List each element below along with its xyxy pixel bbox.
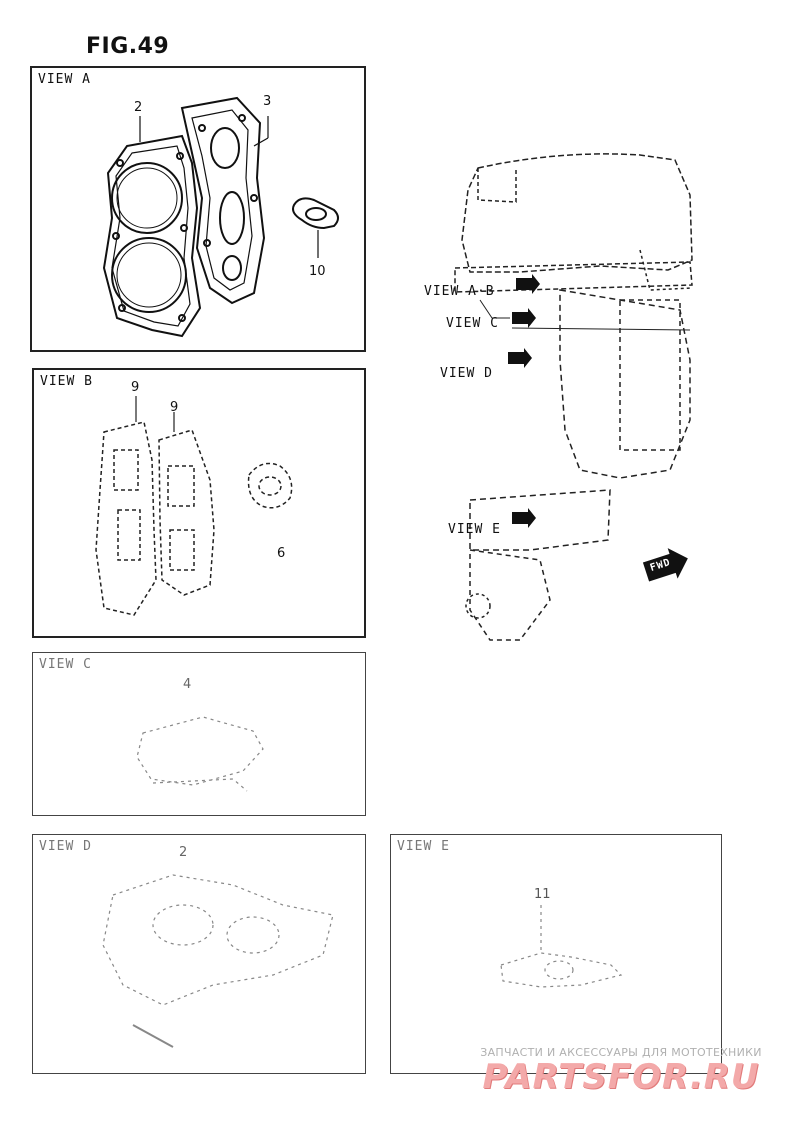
panel-view-d: VIEW D 2 — [32, 834, 366, 1074]
part-number-9-right: 9 — [170, 400, 179, 415]
part-number-2: 2 — [134, 100, 143, 115]
callout-view-c: VIEW C — [446, 316, 499, 331]
view-e-gasket-drawing — [500, 905, 623, 988]
panel-view-b: VIEW B 9 9 6 — [32, 368, 366, 638]
panel-view-a: VIEW A — [30, 66, 366, 352]
part-number-6: 6 — [277, 546, 286, 561]
view-e-label: VIEW E — [397, 839, 450, 854]
callout-view-ab: VIEW A·B — [424, 284, 495, 299]
panel-view-e: VIEW E 11 — [390, 834, 722, 1074]
part-number-9-left: 9 — [131, 380, 140, 395]
watermark: ЗАПЧАСТИ И АКСЕССУАРЫ ДЛЯ МОТОТЕХНИКИ PA… — [456, 1046, 786, 1097]
figure-title: FIG.49 — [86, 34, 170, 59]
part-number-2-view-d: 2 — [179, 845, 188, 860]
view-c-label: VIEW C — [39, 657, 92, 672]
view-d-label: VIEW D — [39, 839, 92, 854]
view-a-gasket-drawing — [102, 96, 339, 338]
view-a-label: VIEW A — [38, 72, 91, 87]
view-d-gasket-drawing — [102, 874, 334, 1048]
callout-view-e: VIEW E — [448, 522, 501, 537]
part-number-4: 4 — [183, 677, 192, 692]
part-number-11: 11 — [534, 887, 551, 902]
part-number-3: 3 — [263, 94, 272, 109]
part-number-10: 10 — [309, 264, 326, 279]
view-b-gasket-drawing — [95, 396, 293, 616]
view-b-label: VIEW B — [40, 374, 93, 389]
view-c-gasket-drawing — [136, 716, 264, 792]
fwd-arrow-label: FWD — [648, 557, 673, 574]
watermark-caption: ЗАПЧАСТИ И АКСЕССУАРЫ ДЛЯ МОТОТЕХНИКИ — [480, 1046, 762, 1059]
panel-view-c: VIEW C 4 — [32, 652, 366, 816]
watermark-brand: PARTSFOR.RU — [482, 1057, 760, 1097]
callout-view-d: VIEW D — [440, 366, 493, 381]
